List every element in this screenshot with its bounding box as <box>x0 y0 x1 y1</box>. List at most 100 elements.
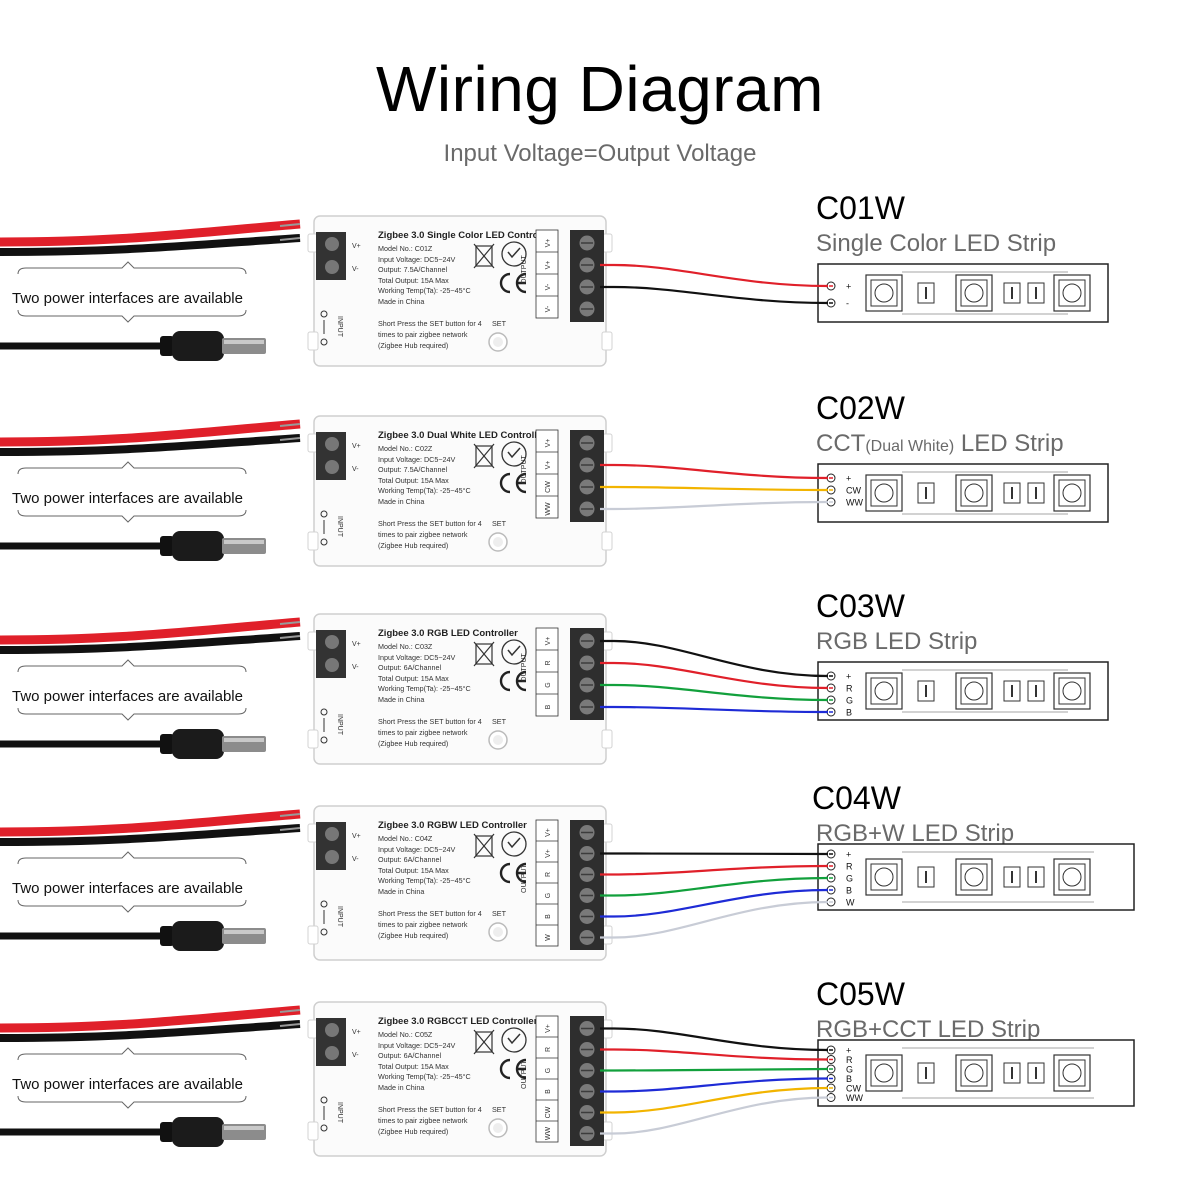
set-button-center <box>493 537 503 547</box>
rohs-check-icon <box>507 837 521 849</box>
weee-icon <box>475 835 493 857</box>
screw-icon <box>325 1046 339 1060</box>
screw-icon <box>325 460 339 474</box>
mount-tab <box>307 331 319 351</box>
dc-jack-icon <box>320 510 328 518</box>
brace-bottom <box>17 899 247 913</box>
led-chip-icon <box>1062 483 1082 503</box>
vplus-label: V+ <box>352 833 361 840</box>
weee-icon <box>473 443 495 469</box>
model-number: Model No.: C05Z <box>378 1030 433 1039</box>
set-button-center <box>493 1123 503 1133</box>
terminal-label: R <box>545 660 552 665</box>
wire-tip <box>279 437 301 441</box>
pad-label: + <box>846 1046 851 1056</box>
terminal-label: B <box>545 914 552 919</box>
led-chip-icon <box>870 1059 898 1087</box>
terminal-label: V+ <box>545 239 552 248</box>
ce-mark-icon <box>515 862 527 884</box>
output-wire-red <box>600 263 829 288</box>
wire-tip <box>279 237 301 241</box>
pad-label: + <box>846 282 851 292</box>
dc-plug-shine <box>224 340 264 344</box>
output-wire-blue <box>600 705 829 714</box>
led-chip-icon <box>874 1063 894 1083</box>
led-chip-icon <box>1058 677 1086 705</box>
pairing-instructions: Short Press the SET button for 4 <box>378 717 482 726</box>
dc-plug-boot <box>160 734 174 754</box>
working-temp: Working Temp(Ta): -25~45°C <box>378 286 471 295</box>
dc-jack-icon <box>320 1096 328 1104</box>
led-chip-icon <box>960 279 988 307</box>
controller-case <box>313 805 607 961</box>
terminal-label: V+ <box>545 439 552 448</box>
output-terminal <box>570 1016 604 1146</box>
power-note: Two power interfaces are available <box>12 490 243 507</box>
strip-name: Single Color LED Strip <box>816 230 1057 257</box>
trace-lines <box>902 669 1068 713</box>
led-chip-icon <box>870 863 898 891</box>
output-wire-yellow <box>600 485 829 492</box>
rohs-check-icon <box>507 447 521 459</box>
controller-title: Zigbee 3.0 Dual White LED Controller <box>378 430 546 441</box>
dc-plug-boot <box>160 926 174 946</box>
pad-label: - <box>846 299 849 309</box>
led-chip-icon <box>865 474 903 512</box>
input-label: INPUT <box>336 714 343 736</box>
input-label: INPUT <box>336 1102 343 1124</box>
rohs-icon <box>501 831 527 857</box>
ce-mark-icon <box>499 1058 511 1080</box>
working-temp: Working Temp(Ta): -25~45°C <box>378 684 471 693</box>
input-voltage: Input Voltage: DC5~24V <box>378 455 456 464</box>
output-rating: Output: 6A/Channel <box>378 855 442 864</box>
vminus-label: V- <box>352 1052 359 1059</box>
made-in: Made in China <box>378 497 424 506</box>
led-strip: +RGBW <box>817 843 1135 911</box>
mount-tab <box>601 331 613 351</box>
model-code: C04W <box>812 780 901 816</box>
brace-bottom <box>17 309 247 323</box>
output-wire-red <box>600 463 829 480</box>
terminal-label: CW <box>545 1106 552 1118</box>
dc-plug-shine <box>224 930 264 934</box>
dc-plug-boot <box>160 336 174 356</box>
vplus-label: V+ <box>352 243 361 250</box>
red-power-wire <box>0 1005 301 1033</box>
pad-label: + <box>846 474 851 484</box>
terminal-label: V+ <box>545 261 552 270</box>
trace-lines <box>902 271 1068 315</box>
wire-tip <box>279 1009 301 1013</box>
set-button-center <box>493 735 503 745</box>
model-number: Model No.: C01Z <box>378 244 433 253</box>
rohs-icon <box>501 441 527 467</box>
led-chip-icon <box>964 1063 984 1083</box>
model-number: Model No.: C03Z <box>378 642 433 651</box>
ce-mark-icon <box>499 472 511 494</box>
brace-bottom <box>17 1095 247 1109</box>
mount-tab <box>601 531 613 551</box>
output-wire-yellow <box>600 1086 829 1114</box>
pairing-instructions: times to pair zigbee network <box>378 1116 468 1125</box>
power-note: Two power interfaces are available <box>12 290 243 307</box>
led-chip-icon <box>964 681 984 701</box>
weee-icon <box>475 1031 493 1053</box>
output-rating: Output: 7.5A/Channel <box>378 265 448 274</box>
model-code: C01W <box>816 190 905 226</box>
screw-icon <box>325 1023 339 1037</box>
dc-plug-body <box>172 331 224 361</box>
pad-label: R <box>846 1055 853 1065</box>
dc-jack-icon <box>320 900 328 908</box>
screw-icon <box>325 827 339 841</box>
output-wire-white <box>600 1096 829 1135</box>
led-chip-icon <box>960 863 988 891</box>
weee-icon <box>473 641 495 667</box>
dc-plug-body <box>172 921 224 951</box>
screw-icon <box>325 850 339 864</box>
controller-case <box>313 415 607 567</box>
